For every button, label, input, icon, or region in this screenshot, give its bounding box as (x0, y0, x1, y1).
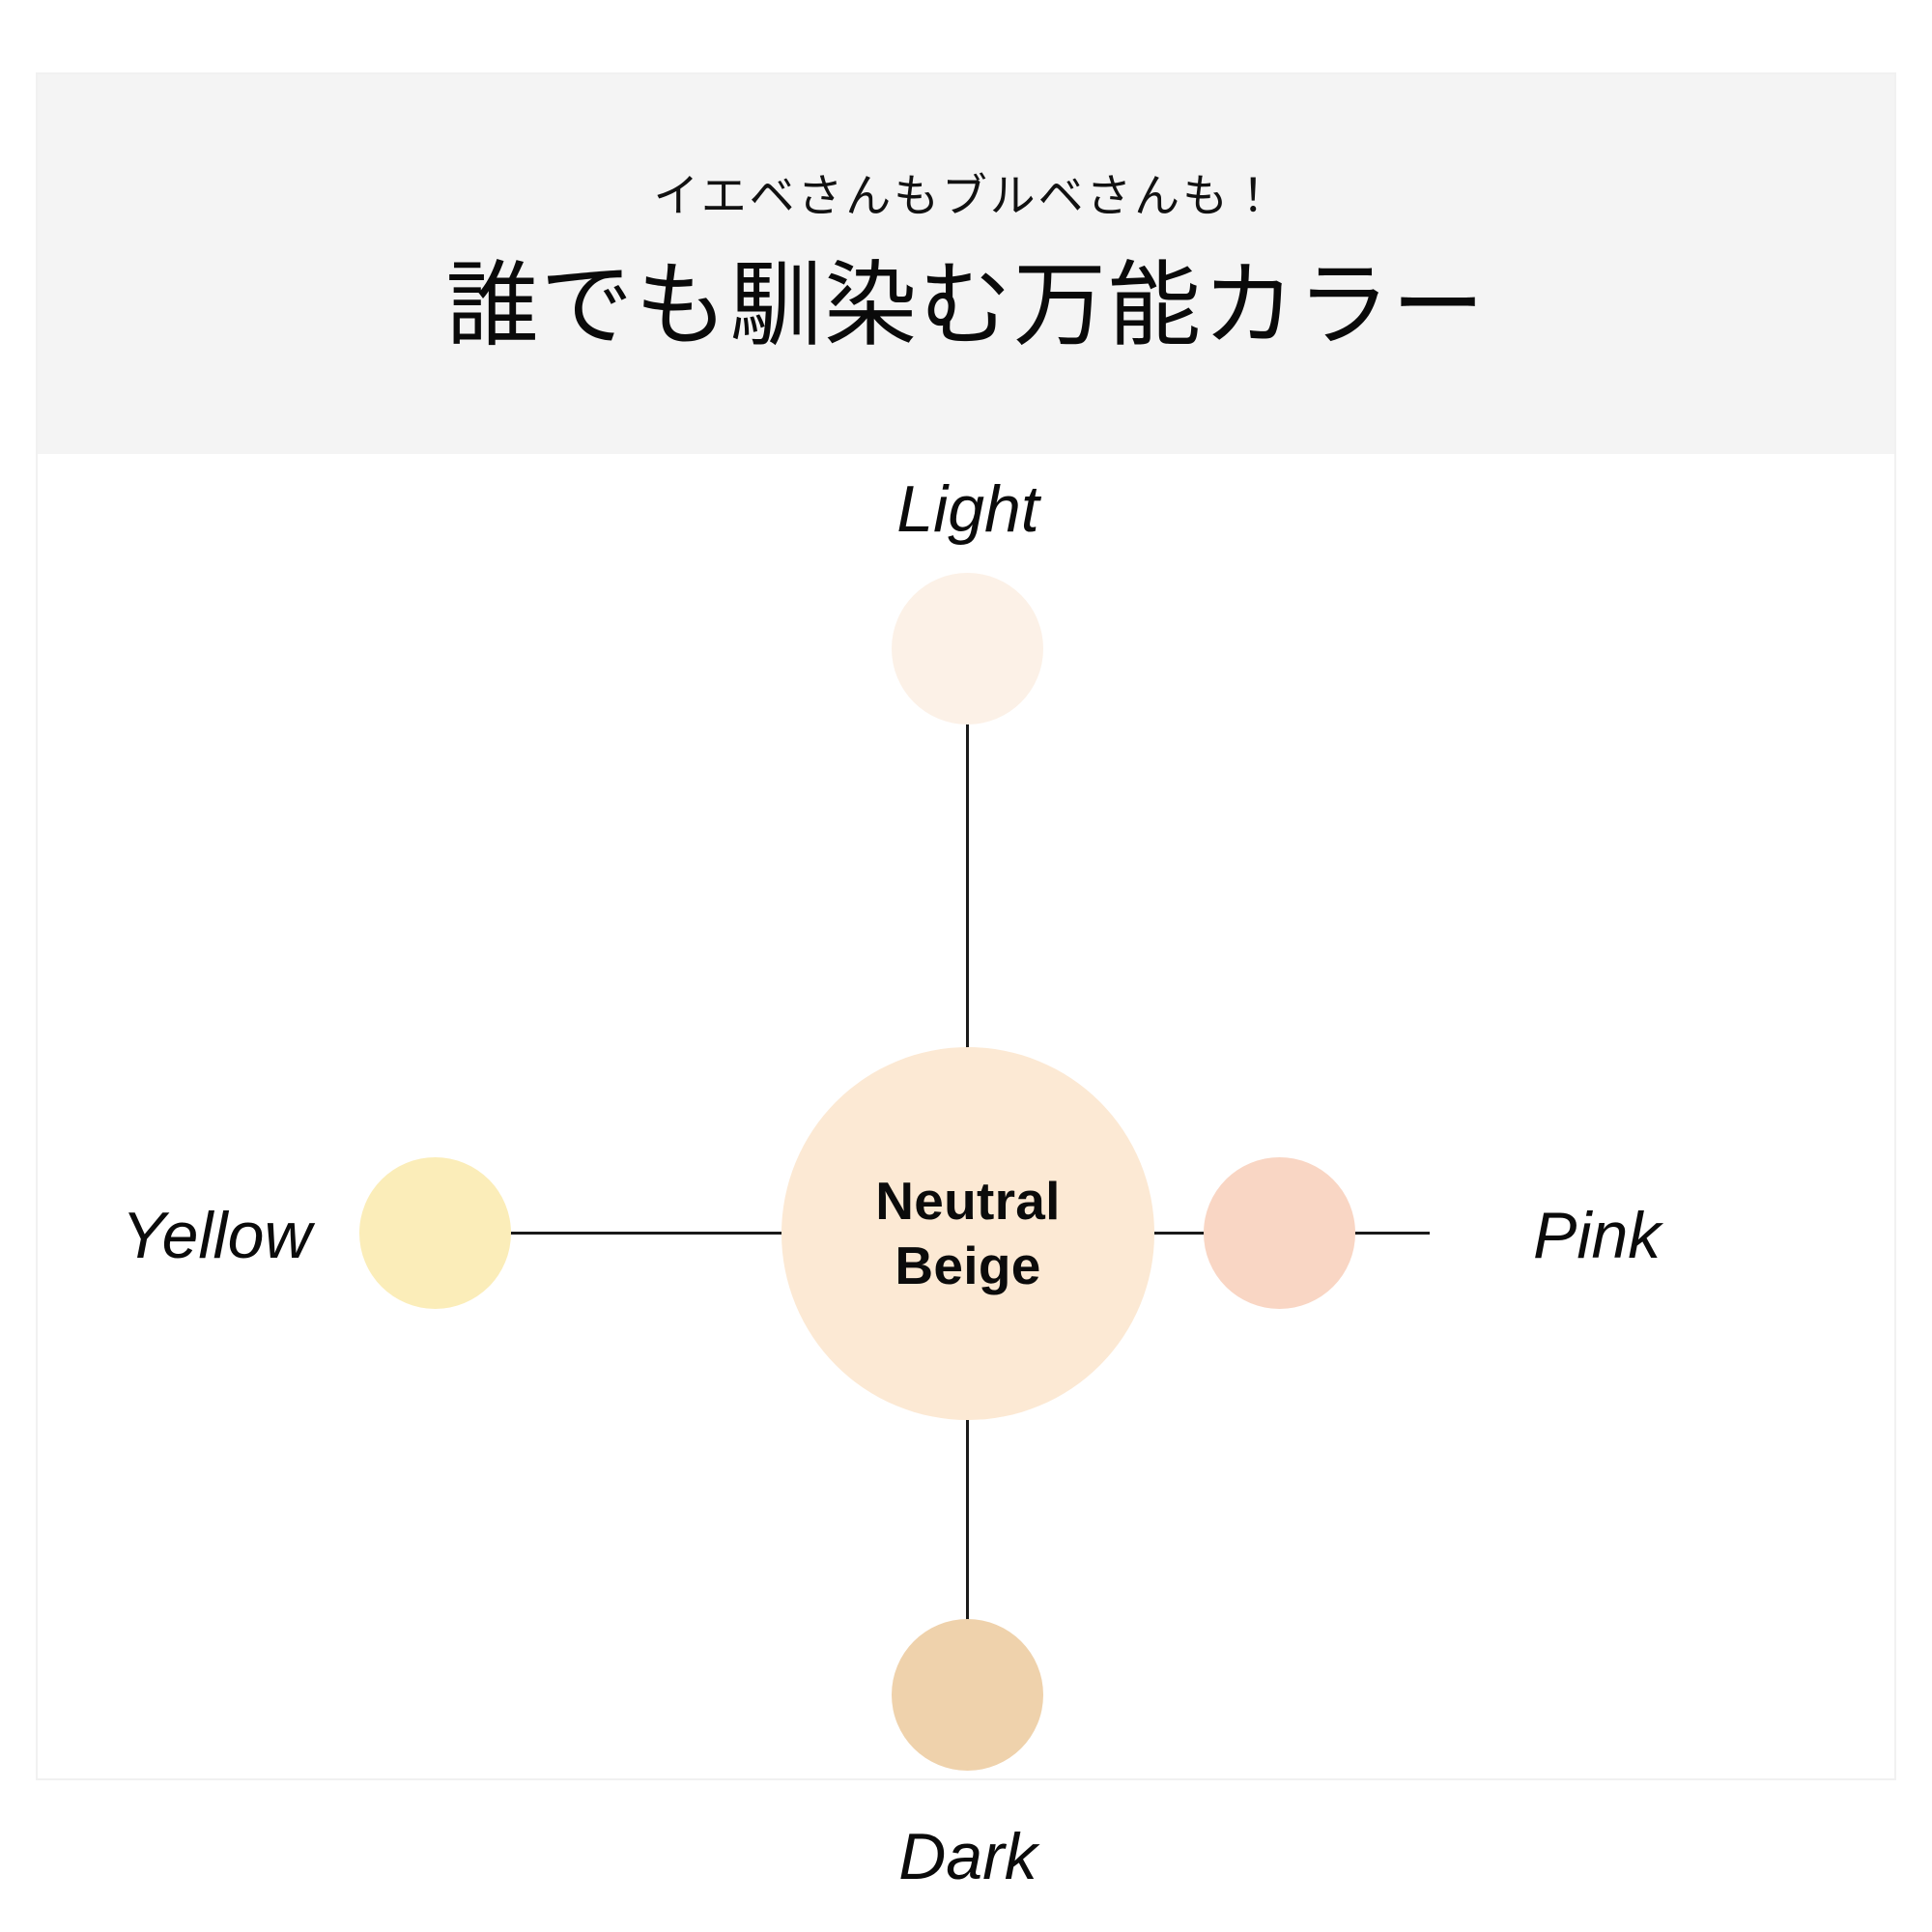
bubble-dark[interactable] (892, 1619, 1043, 1771)
label-pink: Pink (1533, 1199, 1662, 1272)
label-light: Light (896, 472, 1039, 546)
bubble-light[interactable] (892, 573, 1043, 724)
card-header: イエベさんもブルベさんも！ 誰でも馴染む万能カラー (38, 74, 1894, 454)
bubble-pink[interactable] (1204, 1157, 1355, 1309)
connector-hub-to-yellow (470, 1232, 970, 1235)
header-title: 誰でも馴染む万能カラー (445, 253, 1487, 357)
label-dark: Dark (898, 1820, 1037, 1893)
hub-label-line-1: Neutral (875, 1170, 1061, 1231)
bubble-yellow[interactable] (359, 1157, 511, 1309)
connector-hub-to-pink (966, 1232, 1430, 1235)
hub-label-line-2: Beige (895, 1236, 1041, 1295)
label-yellow: Yellow (122, 1199, 312, 1272)
connector-hub-to-light (966, 686, 969, 1236)
header-subtitle: イエベさんもブルベさんも！ (653, 170, 1279, 222)
connector-hub-to-dark (966, 1232, 969, 1695)
